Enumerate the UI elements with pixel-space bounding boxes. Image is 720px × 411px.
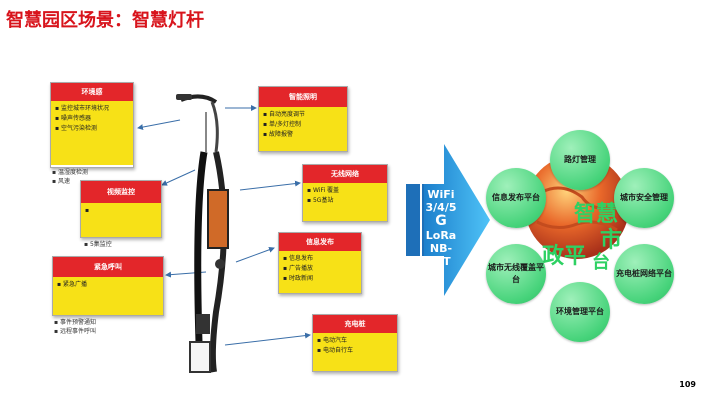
arrow-environment: [137, 119, 181, 131]
box-header: 环境感: [51, 83, 133, 101]
environment-box: 环境感 监控城市环境状况 噪声传感器 空气污染检测: [50, 82, 134, 168]
smart-lighting-box: 智能照明 自动亮度调节 单/多灯控制 故障报警: [258, 86, 348, 152]
charging-pile-box: 充电桩 电动汽车 电动自行车: [312, 314, 398, 372]
emergency-call-box: 紧急呼叫 紧急广播: [52, 256, 164, 316]
tech-label-line: 3/4/5: [425, 201, 457, 214]
network-tech-arrow: [406, 144, 490, 296]
box-item: 电动自行车: [317, 346, 393, 356]
note-item: 5集监控: [84, 240, 112, 249]
box-header: 无线网络: [303, 165, 387, 183]
box-item: 自动亮度调节: [263, 110, 343, 120]
page-title: 智慧园区场景：智慧灯杆: [6, 10, 204, 31]
box-item: 信息发布: [283, 254, 357, 264]
box-item: WiFi 覆盖: [307, 186, 383, 196]
page-number: 109: [679, 380, 696, 389]
box-header: 智能照明: [259, 87, 347, 107]
info-release-box: 信息发布 信息发布 广告播放 时政新闻: [278, 232, 362, 294]
platform-info-release: 信息发布平台: [486, 168, 546, 228]
box-header: 紧急呼叫: [53, 257, 163, 277]
arrow-video: [161, 169, 196, 186]
box-header: 视频监控: [81, 181, 161, 203]
globe-text-4: 台: [592, 252, 610, 273]
platform-environment: 环境管理平台: [550, 282, 610, 342]
emergency-notes: 事件预警通知 远程事件呼叫: [54, 318, 96, 336]
box-item: [85, 206, 157, 216]
box-item: 单/多灯控制: [263, 120, 343, 130]
globe-icon: [525, 155, 629, 259]
tech-label-line: G: [435, 213, 447, 229]
arrow-charge: [224, 332, 311, 346]
globe-text-3: 政平: [542, 244, 587, 269]
box-item: 时政新闻: [283, 274, 357, 284]
tech-label-line: IoT: [431, 255, 451, 268]
arrow-info: [235, 246, 275, 263]
video-notes: 5集监控: [84, 240, 112, 249]
platform-city-security: 城市安全管理: [614, 168, 674, 228]
box-item: 故障报警: [263, 130, 343, 140]
arrow-wireless: [239, 180, 301, 191]
note-item: 远程事件呼叫: [54, 327, 96, 336]
platform-wireless-coverage: 城市无线覆盖平台: [486, 244, 546, 304]
box-item: 广告播放: [283, 264, 357, 274]
tech-labels: WiFi 3/4/5 G LoRa NB- IoT: [425, 188, 457, 268]
box-item: 电动汽车: [317, 336, 393, 346]
platform-charging-network: 充电桩网络平台: [614, 244, 674, 304]
platform-streetlight: 路灯管理: [550, 130, 610, 190]
box-item: 5G基站: [307, 196, 383, 206]
box-item: 空气污染检测: [55, 124, 129, 134]
tech-label-line: LoRa: [425, 229, 457, 242]
box-header: 充电桩: [313, 315, 397, 333]
box-header: 信息发布: [279, 233, 361, 251]
tech-label-line: NB-: [429, 242, 453, 255]
wireless-network-box: 无线网络 WiFi 覆盖 5G基站: [302, 164, 388, 222]
note-item: 风速: [52, 177, 88, 186]
environment-notes: 温湿度检测 风速: [52, 168, 88, 186]
video-surveillance-box: 视频监控: [80, 180, 162, 238]
box-item: 紧急广播: [57, 280, 159, 290]
smart-lamp-pole-icon: [176, 94, 229, 373]
note-item: 温湿度检测: [52, 168, 88, 177]
box-item: 监控城市环境状况: [55, 104, 129, 114]
globe-text-1: 智慧: [574, 202, 619, 227]
box-item: 噪声传感器: [55, 114, 129, 124]
tech-label-line: WiFi: [427, 188, 455, 201]
note-item: 事件预警通知: [54, 318, 96, 327]
globe-text-2: 市: [600, 228, 623, 253]
